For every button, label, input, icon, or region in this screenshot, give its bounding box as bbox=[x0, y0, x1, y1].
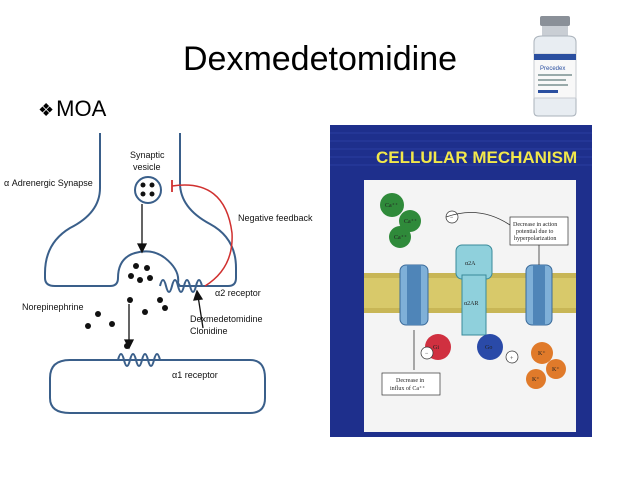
k-label-1: K⁺ bbox=[538, 350, 546, 357]
vesicle-label-2: vesicle bbox=[133, 162, 161, 172]
bullet-item: ❖MOA bbox=[38, 96, 106, 122]
alpha2a-receptor: α2A α2AR bbox=[455, 244, 493, 336]
potassium-ions bbox=[526, 342, 566, 389]
ca-label-1: Ca⁺⁺ bbox=[385, 202, 398, 209]
go-protein bbox=[477, 334, 503, 360]
plus-sign: + bbox=[510, 356, 514, 362]
ca-label-3: Ca⁺⁺ bbox=[394, 234, 407, 241]
box-right-line1: Decrease in action bbox=[513, 222, 557, 228]
cellular-title: CELLULAR MECHANISM bbox=[376, 148, 577, 167]
presynaptic-terminal bbox=[44, 133, 237, 287]
box-right-line2: potential due to bbox=[516, 229, 553, 235]
a2ar-label: α2AR bbox=[464, 301, 478, 307]
box-left-line1: Decrease in bbox=[396, 378, 424, 384]
gi-label: Gi bbox=[433, 345, 439, 351]
synapse-diagram: Synaptic vesicle α Adrenergic Synapse Ne… bbox=[4, 133, 313, 414]
diamond-bullet-icon: ❖ bbox=[38, 100, 55, 120]
clonidine-label: Clonidine bbox=[190, 326, 228, 336]
feedback-label: Negative feedback bbox=[238, 213, 313, 223]
synaptic-vesicle bbox=[134, 176, 162, 204]
box-right-line3: hyperpolarization bbox=[514, 236, 556, 242]
k-label-3: K⁺ bbox=[532, 376, 540, 383]
vesicle-label-1: Synaptic bbox=[130, 150, 165, 160]
box-left-line2: influx of Ca⁺⁺ bbox=[390, 385, 425, 392]
postsynaptic-cell bbox=[49, 359, 266, 414]
alpha2-label: α2 receptor bbox=[215, 288, 261, 298]
alpha2-receptor bbox=[159, 279, 203, 293]
cellular-mechanism-panel: CELLULAR MECHANISM α2A α2AR Gi Go Ca⁺⁺ C… bbox=[330, 125, 592, 437]
synapse-label: α Adrenergic Synapse bbox=[4, 178, 93, 188]
calcium-ions bbox=[380, 193, 421, 248]
negative-feedback-arrow bbox=[171, 184, 233, 287]
calcium-channel bbox=[399, 264, 429, 326]
slide-title: Dexmedetomidine bbox=[182, 40, 458, 78]
vial-label: Precedex bbox=[540, 66, 565, 72]
k-label-2: K⁺ bbox=[552, 366, 560, 373]
ca-label-2: Ca⁺⁺ bbox=[404, 218, 417, 225]
minus-sign: − bbox=[425, 351, 429, 357]
a2a-label: α2A bbox=[465, 261, 476, 267]
potassium-channel bbox=[525, 264, 553, 326]
alpha1-label: α1 receptor bbox=[172, 370, 218, 380]
norepinephrine-label: Norepinephrine bbox=[22, 302, 84, 312]
bullet-text: MOA bbox=[56, 96, 107, 121]
vesicle-dots bbox=[140, 182, 155, 197]
minus-sign-top: − bbox=[450, 215, 454, 221]
dexmedetomidine-label: Dexmedetomidine bbox=[190, 314, 263, 324]
norepinephrine-dots bbox=[85, 263, 168, 349]
medication-vial-icon: Precedex bbox=[533, 16, 577, 117]
go-label: Go bbox=[485, 345, 492, 351]
alpha1-receptor bbox=[117, 353, 161, 367]
